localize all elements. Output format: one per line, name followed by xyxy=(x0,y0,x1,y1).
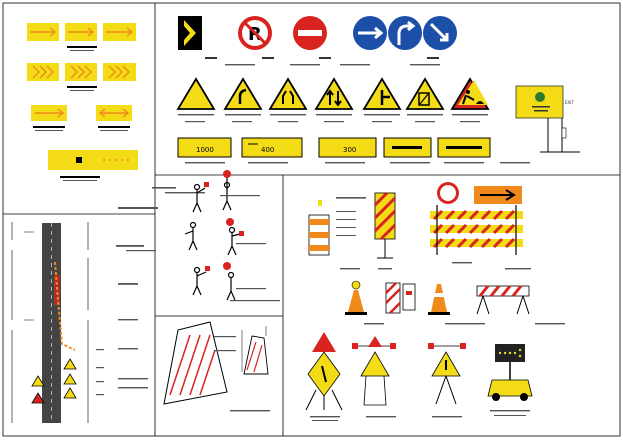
lane-closure-layout xyxy=(11,222,148,423)
arrow-board-row-3 xyxy=(31,105,132,131)
distance-board-3: 300 xyxy=(318,137,377,158)
layout-warning-signs xyxy=(31,358,77,404)
distance-board-2: 400 xyxy=(241,137,303,158)
traffic-cone-icon xyxy=(428,284,450,315)
regulatory-signs: R xyxy=(178,16,457,66)
warning-triangle-icon xyxy=(176,77,216,110)
flagger-figure-3 xyxy=(192,262,236,301)
traffic-cone-lamp-icon xyxy=(345,280,367,315)
svg-text:EXIT: EXIT xyxy=(565,100,574,105)
distance-board-4 xyxy=(383,137,432,158)
distance-board-5 xyxy=(437,137,491,158)
no-entry-sign-icon xyxy=(293,16,327,50)
distance-board-1: 1000 xyxy=(177,137,232,158)
bend-warning-sign-icon xyxy=(223,77,263,110)
lane-ends-sign-icon xyxy=(405,77,445,110)
tripod-sign-icon-2 xyxy=(352,336,396,406)
delineator-post-icon xyxy=(385,282,416,314)
warning-signs: EXIT xyxy=(176,77,580,153)
concrete-barrier xyxy=(163,321,270,412)
channelizing-devices xyxy=(305,182,565,421)
distance-value-3: 300 xyxy=(343,146,356,154)
warning-sign-captions xyxy=(178,114,488,123)
a-frame-barricade-icon xyxy=(476,285,530,315)
arrow-board-row-4 xyxy=(48,150,138,181)
turn-right-sign-icon xyxy=(388,16,422,50)
flagger-operations xyxy=(116,170,280,302)
arrow-board-row-1 xyxy=(27,23,136,51)
keep-right-sign-icon xyxy=(423,16,457,50)
info-board-sign-icon: EXIT xyxy=(515,85,580,153)
distance-boards: 1000 400 300 xyxy=(177,137,530,164)
arrow-board-row-2 xyxy=(27,63,136,91)
tripod-sign-icon-1 xyxy=(305,332,343,411)
road-works-sign-icon xyxy=(450,77,490,110)
barricade-boards xyxy=(430,205,523,255)
regulatory-sign-captions xyxy=(205,57,440,66)
two-way-traffic-sign-icon xyxy=(314,77,354,110)
flagger-figure-1 xyxy=(192,170,232,213)
junction-sign-icon xyxy=(362,77,402,110)
sheet-frame xyxy=(2,2,621,437)
direction-right-sign-icon xyxy=(353,16,387,50)
flagger-figure-2 xyxy=(184,218,244,256)
distance-value-1: 1000 xyxy=(196,146,214,154)
arrow-board-trailer-icon xyxy=(487,344,533,401)
no-parking-sign-icon: R xyxy=(238,16,272,50)
distance-value-2: 400 xyxy=(261,146,274,154)
barrier-board-with-arrow-icon xyxy=(430,182,523,255)
taper-arrow-boards xyxy=(27,23,138,181)
chevron-sign-icon xyxy=(178,16,202,50)
barrel-drum-icon xyxy=(308,200,330,256)
tripod-sign-icon-3 xyxy=(428,343,466,405)
striped-panel-icon xyxy=(373,191,397,259)
road-narrows-sign-icon xyxy=(268,77,308,110)
